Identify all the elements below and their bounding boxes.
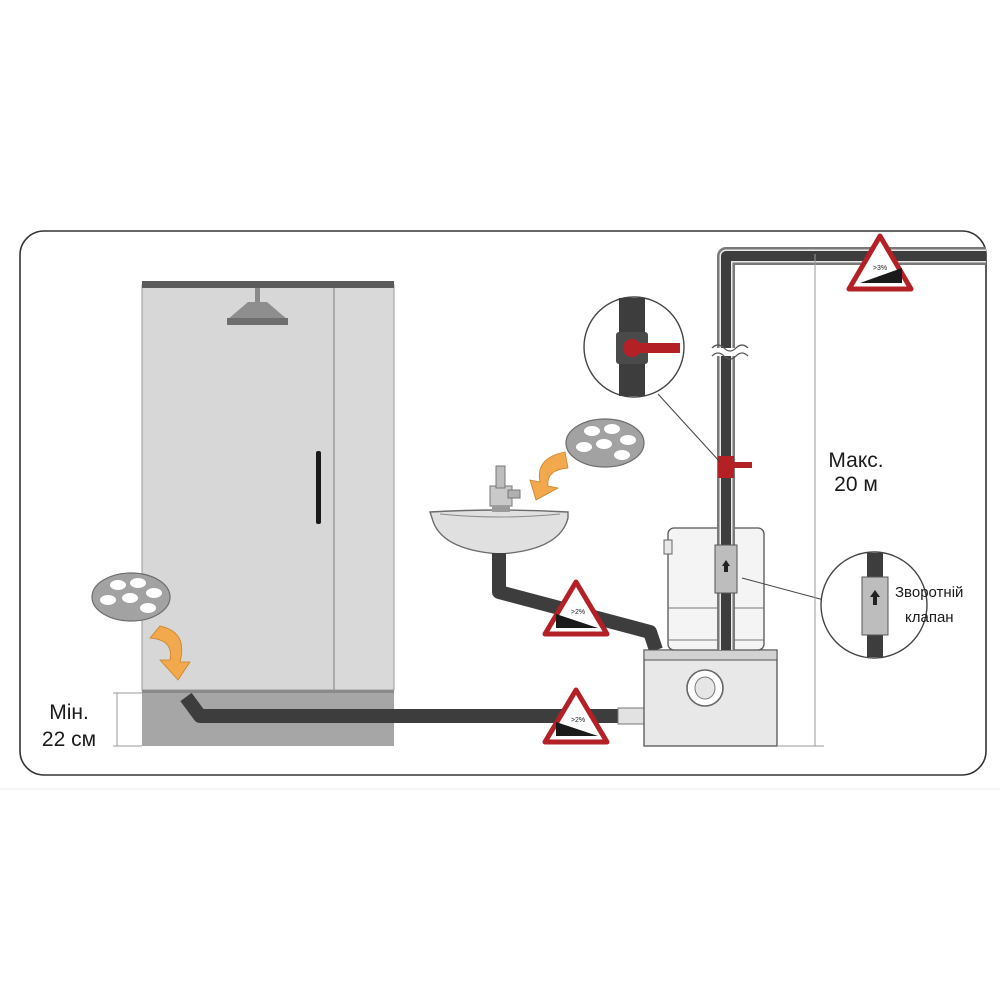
max-height-label-line2: 20 м <box>834 473 878 496</box>
ball-valve-icon <box>718 456 752 478</box>
shower-head-icon <box>227 288 288 325</box>
cabin-left-panel <box>141 284 335 691</box>
ball-valve-zoom <box>583 296 685 398</box>
warning-triangle-icon: >2% <box>542 687 610 745</box>
discharge-pipe <box>711 247 986 650</box>
wash-basin <box>429 509 569 555</box>
floor-drain-pipe <box>180 692 647 725</box>
slope-badge-floor-drain: >2% <box>571 717 585 724</box>
check-valve-leader-line <box>741 577 825 601</box>
min-height-label-line1: Мін. <box>49 701 89 724</box>
valve-leader-line <box>657 393 721 463</box>
max-height-label-line1: Макс. <box>828 449 883 472</box>
slope-badge-top-right: >3% <box>873 265 887 272</box>
max-height-dimension <box>777 254 824 747</box>
min-height-dimension <box>113 692 142 747</box>
cabin-right-panel <box>333 284 395 691</box>
shower-cabin <box>141 281 395 746</box>
check-valve-zoom <box>820 551 928 659</box>
check-valve-label-line2: клапан <box>905 609 954 626</box>
faucet-icon <box>489 465 521 512</box>
warning-triangle-icon: >3% <box>846 233 914 292</box>
warning-triangle-icon: >2% <box>542 579 610 637</box>
check-valve-icon <box>714 544 738 594</box>
curved-arrow-icon <box>149 625 191 681</box>
perforated-disc-icon <box>91 572 171 622</box>
check-valve-label-line1: Зворотній <box>895 584 963 601</box>
curved-arrow-icon <box>529 451 569 501</box>
door-handle <box>316 451 321 524</box>
slope-badge-sink-drain: >2% <box>571 609 585 616</box>
min-height-label-line2: 22 см <box>42 728 96 751</box>
perforated-disc-icon <box>565 418 645 468</box>
cabin-top-rail <box>142 281 394 288</box>
